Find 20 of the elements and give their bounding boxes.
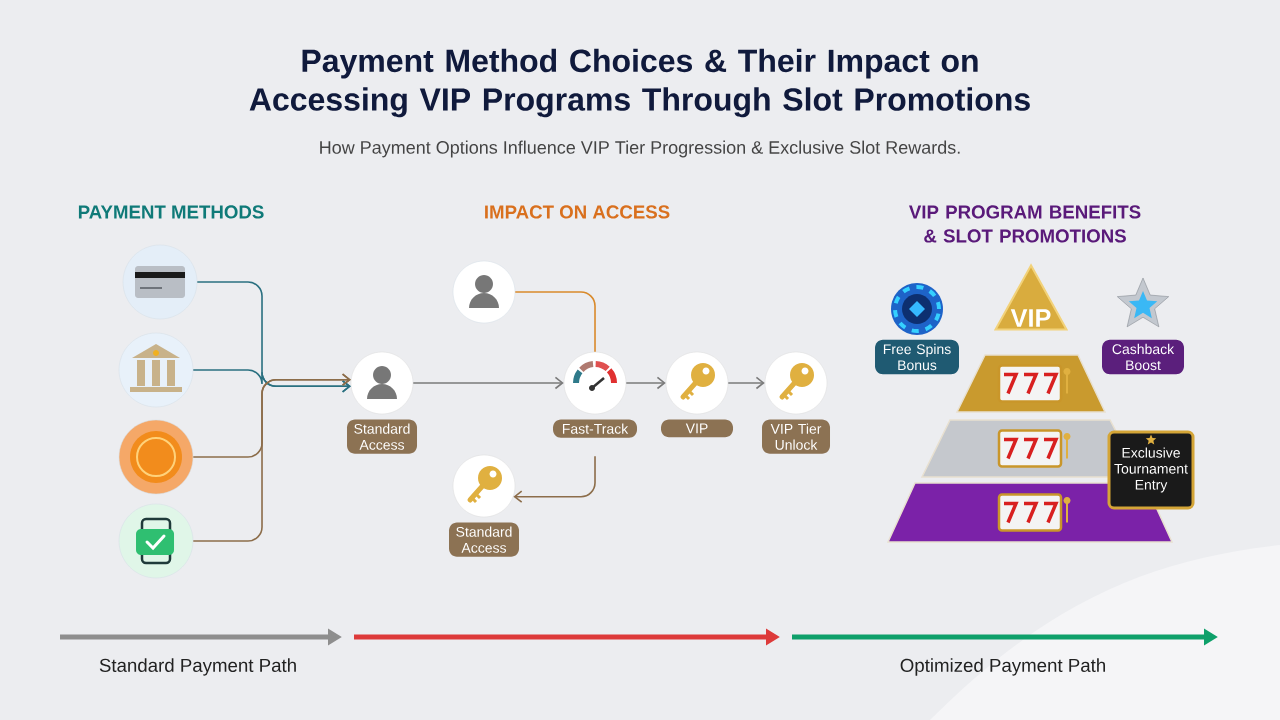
promo-label: Free Spins Bonus xyxy=(875,339,959,375)
connector-arrow xyxy=(625,376,666,390)
step-label: VIP Tier Unlock xyxy=(762,419,830,454)
path-label: Optimized Payment Path xyxy=(900,658,1105,676)
promo-label: Cashback Boost xyxy=(1102,339,1184,375)
section-heading: PAYMENT METHODS xyxy=(78,205,264,219)
connector-arrow xyxy=(192,373,351,542)
connector-arrow xyxy=(727,376,765,390)
award-badge: Exclusive Tournament Entry xyxy=(1107,430,1195,510)
path-label: Standard Payment Path xyxy=(99,658,296,676)
title: Payment Method Choices & Their Impact on Accessing VIP Programs Through Slot Promotions xyxy=(249,48,1030,118)
section-heading: IMPACT ON ACCESS xyxy=(485,205,670,219)
connector-arrow xyxy=(412,376,564,390)
subtitle: How Payment Options Influence VIP Tier Progression & Exclusive Slot Rewards. xyxy=(320,140,960,158)
section-heading: VIP PROGRAM BENEFITS & SLOT PROMOTIONS xyxy=(909,205,1141,243)
step-label: Standard Access xyxy=(347,419,417,454)
connector-line xyxy=(514,291,596,353)
connector-arrow xyxy=(192,369,351,393)
step-label: Standard Access xyxy=(449,522,519,557)
connector-arrow xyxy=(513,455,596,503)
